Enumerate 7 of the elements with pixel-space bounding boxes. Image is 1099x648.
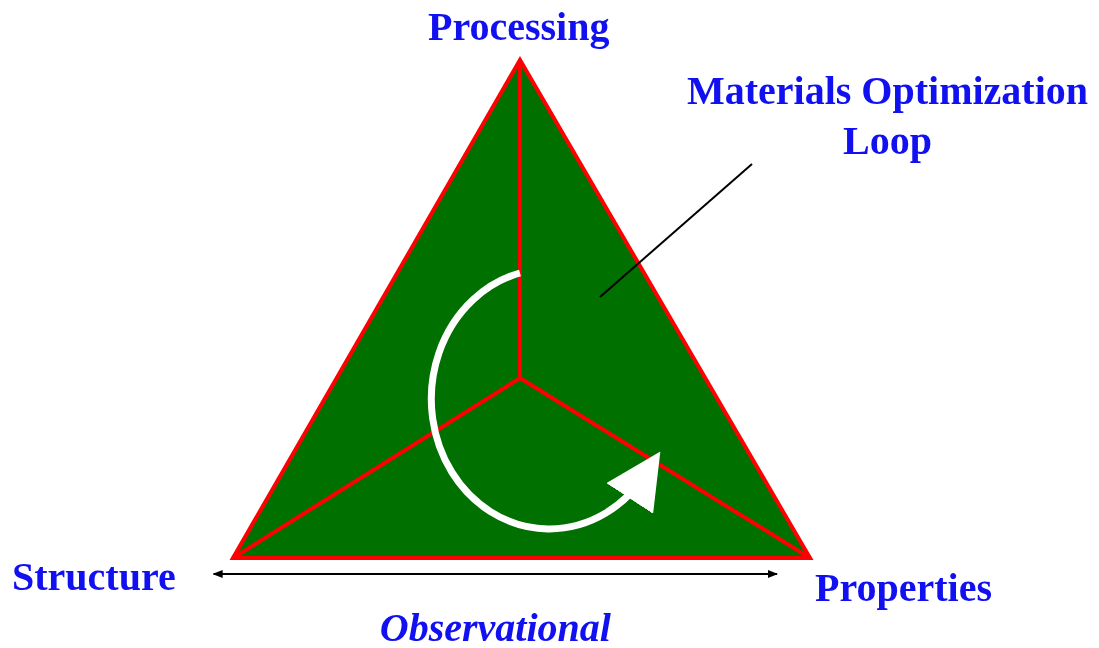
edge-label: Observational <box>379 604 611 648</box>
vertex-label: Processing <box>428 2 610 52</box>
vertex-label: Structure <box>12 552 176 602</box>
callout-text: Materials Optimization Loop <box>680 66 1095 166</box>
leader-line <box>599 163 753 298</box>
vertex-label: Properties <box>815 563 992 613</box>
double-arrow <box>212 570 778 578</box>
